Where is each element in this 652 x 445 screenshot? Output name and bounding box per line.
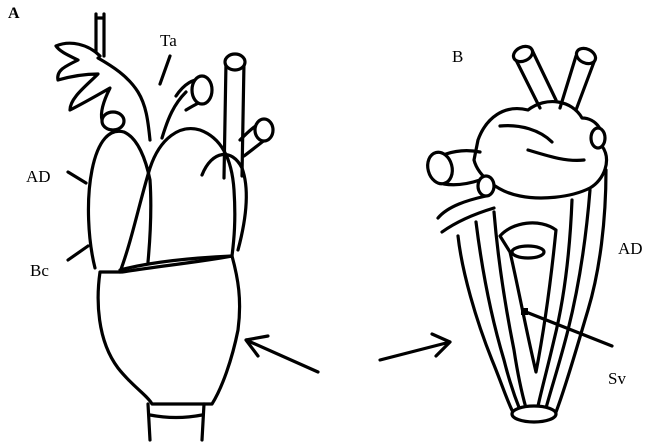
label-ad-right: AD [618, 239, 643, 258]
tall-pipe-end [225, 54, 245, 70]
label-ad-left: AD [26, 167, 51, 186]
ad-leader-left [68, 172, 86, 183]
pipe-left-end [511, 43, 535, 64]
sv-leader [526, 312, 612, 346]
left-pipe-end [424, 149, 455, 186]
atrium-body [120, 129, 235, 272]
bottom-tube [148, 404, 204, 440]
top-vessel [96, 14, 104, 56]
upper-inner-lines [500, 126, 584, 161]
tube-end-left [102, 112, 124, 130]
heart-b [424, 43, 612, 422]
heart-a [56, 14, 273, 440]
panel-label-a: A [8, 5, 20, 22]
label-bc: Bc [30, 261, 49, 280]
arrows [246, 334, 450, 372]
ta-leader [160, 56, 170, 84]
lower-body [458, 170, 606, 414]
side-loop-end [478, 176, 494, 196]
side-loop [438, 196, 494, 232]
arrow-left [246, 336, 318, 372]
ventricle [98, 256, 239, 404]
bottom-tube-end [512, 406, 556, 422]
bc-leader [68, 246, 88, 260]
panel-label-b: B [452, 47, 463, 66]
right-small-end [591, 128, 605, 148]
arrow-right [380, 334, 450, 360]
sinus-opening [512, 246, 544, 258]
label-ta: Ta [160, 31, 177, 50]
short-pipe-end [255, 119, 273, 141]
label-sv: Sv [608, 369, 626, 388]
pipe-right-end [574, 45, 598, 66]
left-branches [56, 43, 110, 120]
tube-end-mid [192, 76, 212, 104]
